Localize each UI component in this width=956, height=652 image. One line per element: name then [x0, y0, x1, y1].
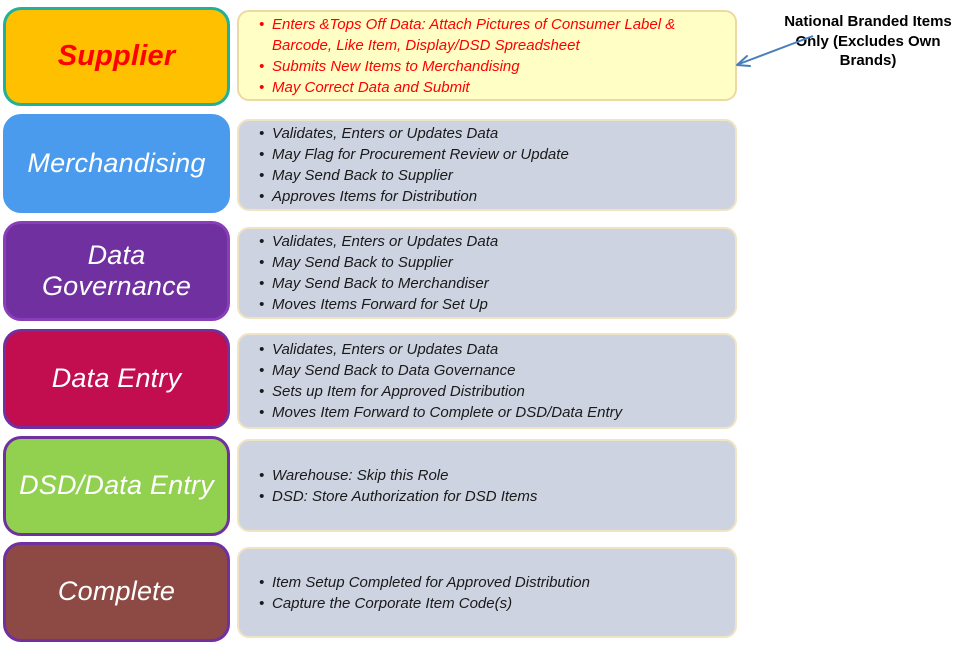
bullet-item: Approves Items for Distribution [257, 186, 725, 207]
bullet-item: Warehouse: Skip this Role [257, 465, 725, 486]
bullet-list-data-governance: Validates, Enters or Updates Data May Se… [257, 231, 725, 315]
desc-box-data-governance: Validates, Enters or Updates Data May Se… [237, 227, 737, 319]
bullet-list-complete: Item Setup Completed for Approved Distri… [257, 572, 725, 614]
bullet-item: DSD: Store Authorization for DSD Items [257, 486, 725, 507]
bullet-item: Validates, Enters or Updates Data [257, 231, 725, 252]
bullet-list-supplier: Enters &Tops Off Data: Attach Pictures o… [257, 14, 725, 98]
desc-box-supplier: Enters &Tops Off Data: Attach Pictures o… [237, 10, 737, 101]
role-label-complete: Complete [57, 576, 176, 607]
bullet-item: May Send Back to Supplier [257, 252, 725, 273]
role-label-data-governance: Data Governance [41, 239, 192, 301]
bullet-item: Item Setup Completed for Approved Distri… [257, 572, 725, 593]
role-box-merchandising: Merchandising [3, 114, 230, 213]
bullet-list-data-entry: Validates, Enters or Updates Data May Se… [257, 339, 725, 423]
bullet-item: May Send Back to Data Governance [257, 360, 725, 381]
bullet-item: May Flag for Procurement Review or Updat… [257, 144, 725, 165]
bullet-item: May Send Back to Merchandiser [257, 273, 725, 294]
role-label-data-entry: Data Entry [51, 363, 182, 394]
bullet-item: May Correct Data and Submit [257, 77, 725, 98]
bullet-item: May Send Back to Supplier [257, 165, 725, 186]
bullet-list-merchandising: Validates, Enters or Updates Data May Fl… [257, 123, 725, 207]
bullet-list-dsd-data-entry: Warehouse: Skip this Role DSD: Store Aut… [257, 465, 725, 507]
role-box-supplier: Supplier [3, 7, 230, 106]
bullet-item: Sets up Item for Approved Distribution [257, 381, 725, 402]
bullet-item: Submits New Items to Merchandising [257, 56, 725, 77]
role-label-supplier: Supplier [57, 39, 176, 72]
role-box-data-entry: Data Entry [3, 329, 230, 429]
callout-arrow-icon [736, 35, 814, 67]
desc-box-dsd-data-entry: Warehouse: Skip this Role DSD: Store Aut… [237, 439, 737, 532]
desc-box-data-entry: Validates, Enters or Updates Data May Se… [237, 333, 737, 429]
bullet-item: Validates, Enters or Updates Data [257, 339, 725, 360]
bullet-item: Moves Items Forward for Set Up [257, 294, 725, 315]
role-label-dsd-data-entry: DSD/Data Entry [19, 470, 214, 501]
role-box-dsd-data-entry: DSD/Data Entry [3, 436, 230, 536]
desc-box-complete: Item Setup Completed for Approved Distri… [237, 547, 737, 638]
role-box-data-governance: Data Governance [3, 221, 230, 321]
bullet-item: Capture the Corporate Item Code(s) [257, 593, 725, 614]
bullet-item: Validates, Enters or Updates Data [257, 123, 725, 144]
bullet-item: Enters &Tops Off Data: Attach Pictures o… [257, 14, 725, 56]
desc-box-merchandising: Validates, Enters or Updates Data May Fl… [237, 119, 737, 211]
callout-text: National Branded Items Only (Excludes Ow… [784, 13, 952, 69]
bullet-item: Moves Item Forward to Complete or DSD/Da… [257, 402, 725, 423]
role-box-complete: Complete [3, 542, 230, 642]
role-label-merchandising: Merchandising [27, 147, 206, 178]
